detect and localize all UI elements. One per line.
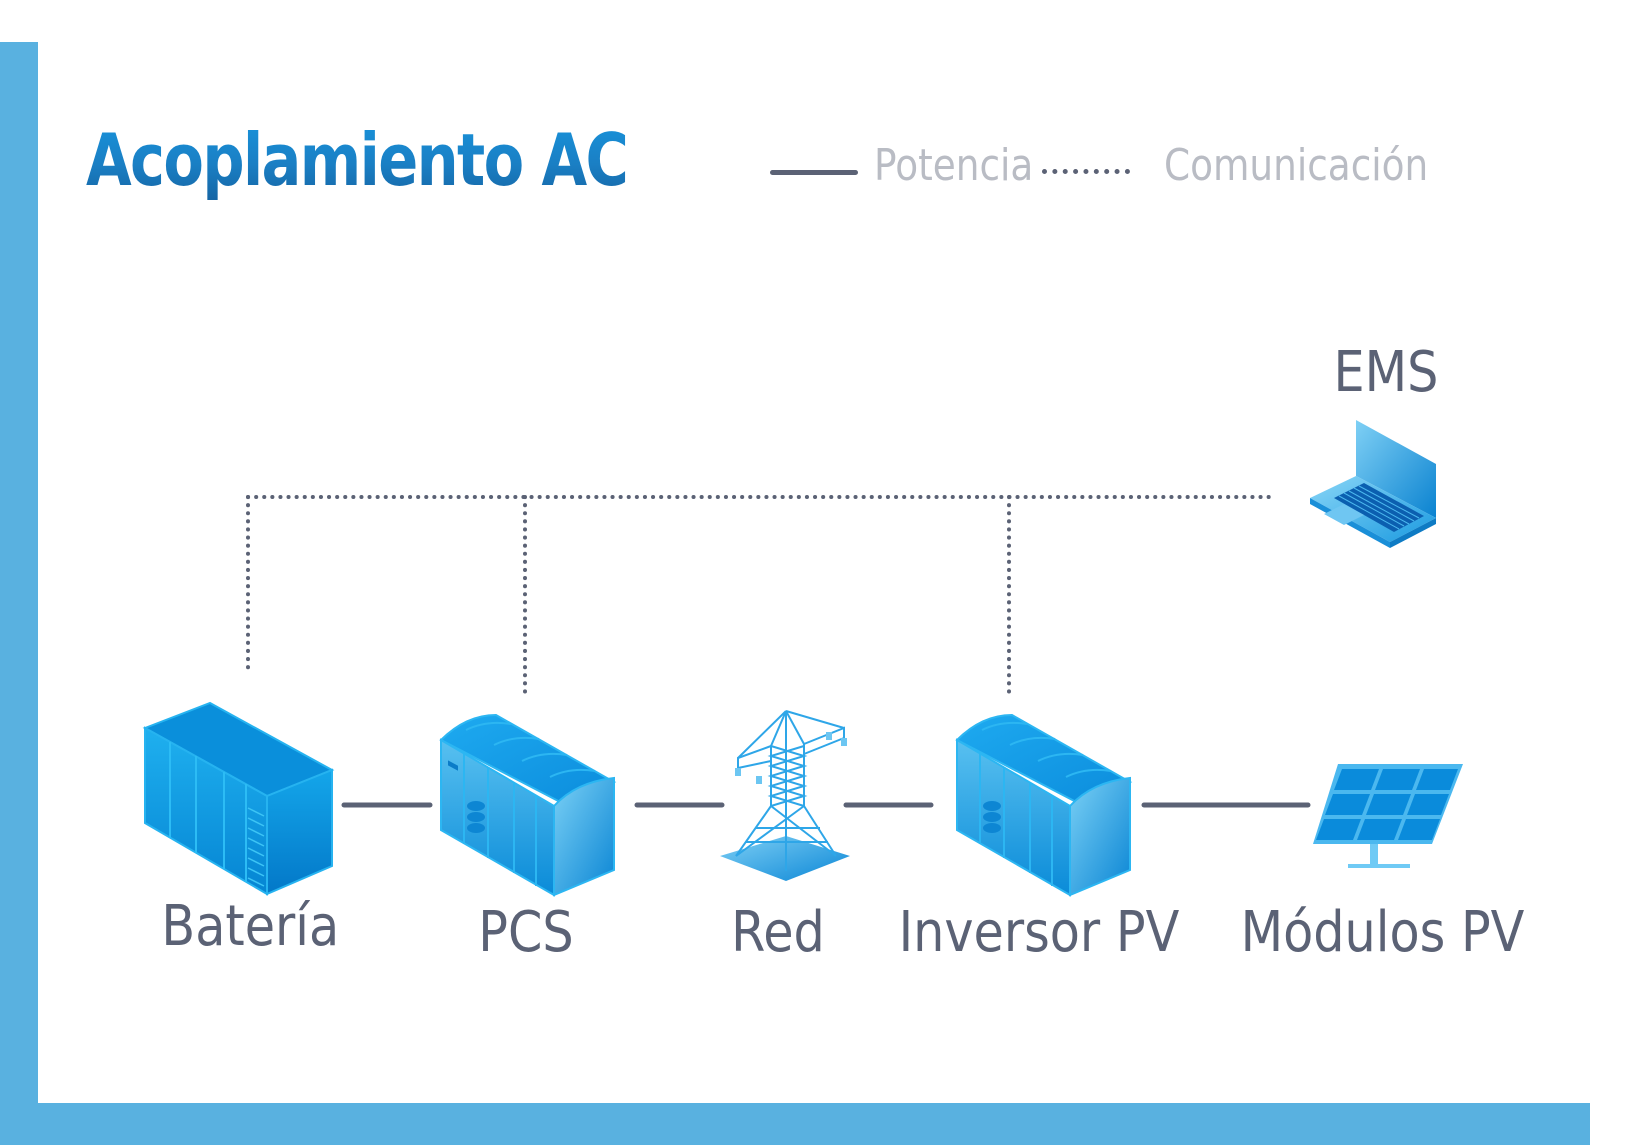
communication-links [246,495,1272,695]
node-label-ems: EMS [1333,340,1439,405]
battery-container-icon [142,701,335,896]
node-label-pcs: PCS [478,900,574,965]
node-label-modulos: Módulos PV [1240,900,1525,965]
node-label-red: Red [731,900,825,965]
solar-panel-icon [1313,764,1463,868]
pcs-cabinet-icon [439,713,617,897]
node-label-bateria: Batería [161,894,340,959]
laptop-icon [1310,420,1436,548]
legend-communication-label: Comunicación [1164,140,1429,191]
legend-power-line [770,170,858,175]
frame-left-bar [0,42,38,1145]
frame-bottom-bar [0,1103,1590,1145]
legend-power-label: Potencia [874,140,1034,191]
inverter-cabinet-icon [955,713,1133,897]
power-tower-icon [720,710,850,881]
diagram-title: Acoplamiento AC [86,118,629,202]
node-label-inversor: Inversor PV [898,900,1180,965]
legend-communication-line [1042,169,1130,174]
